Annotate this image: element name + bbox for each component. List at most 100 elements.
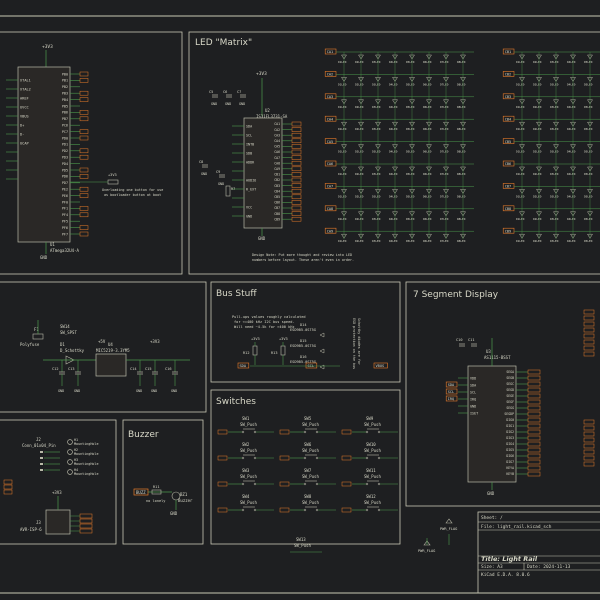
- mcu-pin-pf4: PF4: [62, 213, 68, 217]
- grid-row-ca3-box: [324, 93, 337, 100]
- grid-row-ca2: CA2: [327, 73, 334, 77]
- mcu-body: [17, 66, 71, 243]
- switch-ref-sw1: SW1: [242, 416, 250, 421]
- seg-pin-sege: SEGE: [506, 394, 514, 398]
- cap-c8: C8: [199, 160, 203, 164]
- seg-edge-label: [583, 443, 595, 449]
- led-ref: D3LED: [372, 194, 381, 198]
- hole-value-2: MountingHole: [74, 462, 99, 466]
- drv-net-label: [291, 160, 302, 166]
- led-ref: D2LED: [355, 172, 364, 176]
- led-ref: D8LED: [457, 60, 466, 64]
- led-ref: D4LED: [567, 105, 576, 109]
- seg-edge-label: [583, 419, 595, 425]
- grid-row-cb4-box: [502, 115, 515, 122]
- switch-value: SW_Push: [302, 500, 319, 505]
- switch-net-label: [279, 455, 290, 461]
- mounting-holes: H1MountingHoleH2MountingHoleH3MountingHo…: [67, 438, 99, 476]
- led-ref: D5LED: [406, 172, 415, 176]
- seg-pin-irq: IRQ: [470, 397, 476, 401]
- mcu-pin-pb5: PB5: [62, 104, 68, 108]
- led-ref: D5LED: [406, 82, 415, 86]
- isp-net-label: [79, 513, 93, 519]
- led-ref: D2LED: [355, 217, 364, 221]
- switch-value: SW_Push: [364, 474, 381, 479]
- led-ref: D3LED: [550, 127, 559, 131]
- seg-pin-segf: SEGF: [506, 400, 514, 404]
- seg-pin-dig2: DIG2: [506, 430, 514, 434]
- seg-net-label: [527, 405, 541, 411]
- grid-row-ca1-box: [324, 48, 337, 55]
- switch-ref-sw2: SW2: [242, 442, 250, 447]
- drv-net-label: [291, 183, 302, 188]
- led-ref: D6LED: [423, 239, 432, 243]
- led-ref: D5LED: [584, 172, 593, 176]
- j2-pins: [40, 451, 60, 471]
- led-ref: D6LED: [423, 127, 432, 131]
- drv-pin-cb6: CB6: [274, 201, 280, 205]
- grid-row-cb1-box: [502, 48, 515, 55]
- switch-ref-sw6: SW6: [304, 442, 312, 447]
- led-ref: D6LED: [423, 150, 432, 154]
- cap-c9: C9: [216, 170, 220, 174]
- seg-pin-sda: SDA: [470, 383, 476, 387]
- buzzer-gnd: GND: [170, 511, 178, 516]
- led-ref: D1LED: [338, 239, 347, 243]
- led-ref: D4LED: [567, 172, 576, 176]
- drv-pin-cb2: CB2: [274, 178, 280, 182]
- switch-net-label: [279, 429, 290, 435]
- led-ref: D2LED: [533, 150, 542, 154]
- seg-net-label: [527, 375, 541, 381]
- mcu-pin-pd4: PD4: [62, 162, 68, 166]
- mcu-net-label: [79, 135, 89, 141]
- seg-label-irq-box: [445, 395, 458, 402]
- led-ref: D1LED: [516, 82, 525, 86]
- drv-pin-ca4: CA4: [274, 139, 280, 143]
- seg-label-sda-box: [445, 381, 458, 388]
- cap-gnd: GND: [211, 102, 217, 106]
- drv-pin-cb4: CB4: [274, 189, 280, 193]
- led-ref: D4LED: [389, 150, 398, 154]
- seg-net-label: [527, 453, 541, 459]
- seven-seg-title: 7 Segment Display: [413, 290, 499, 300]
- led-ref: D7LED: [440, 239, 449, 243]
- power-cap-c15: C15: [145, 367, 152, 371]
- led-ref: D8LED: [457, 127, 466, 131]
- seg-value: AS1115-BSST: [484, 355, 511, 360]
- grid-row-cb1: CB1: [505, 50, 512, 54]
- led-ref: D5LED: [584, 239, 593, 243]
- seg-net-label: [527, 393, 541, 399]
- seg-pin-scl: SCL: [470, 390, 476, 394]
- switch-ref-sw5: SW5: [304, 416, 312, 421]
- led-ref: D2LED: [533, 172, 542, 176]
- seg-edge-label: [583, 315, 595, 321]
- seg-pin-vdd: VDD: [470, 376, 476, 380]
- switch-value: SW_Push: [240, 448, 257, 453]
- buzzer-ref: BZ1: [180, 492, 188, 497]
- mcu-reset-resistor: [107, 179, 119, 185]
- drv-net-label: [291, 155, 302, 160]
- led-ref: D3LED: [372, 239, 381, 243]
- grid-row-cb6: CB6: [505, 162, 512, 166]
- led-ref: D2LED: [533, 217, 542, 221]
- hole-value-3: MountingHole: [74, 472, 99, 476]
- drv-pin-ca9: CA9: [274, 167, 280, 171]
- led-matrix-title: LED "Matrix": [195, 38, 252, 48]
- esd-ref-d14: D14: [300, 323, 307, 327]
- seg-pin-dig7: DIG7: [506, 460, 514, 464]
- seg-right-pins: SEGASEGBSEGCSEGDSEGESEGFSEGGSEGDPDIG0DIG…: [504, 369, 541, 477]
- led-ref: D8LED: [457, 105, 466, 109]
- switch-ref-sw12: SW12: [366, 494, 376, 499]
- drv-net-label: [291, 121, 302, 127]
- seg-pin-segd: SEGD: [506, 388, 514, 392]
- grid-row-ca5-box: [324, 138, 337, 144]
- led-ref: D1LED: [516, 217, 525, 221]
- grid-row-ca7-box: [324, 183, 337, 189]
- led-driver-note-2: numbers before layout. These aren't even…: [252, 258, 354, 262]
- drv-net-label: [291, 205, 302, 211]
- mcu-net-label: [79, 110, 89, 115]
- buzzer-title: Buzzer: [128, 430, 159, 440]
- grid-row-ca1: CA1: [327, 50, 334, 54]
